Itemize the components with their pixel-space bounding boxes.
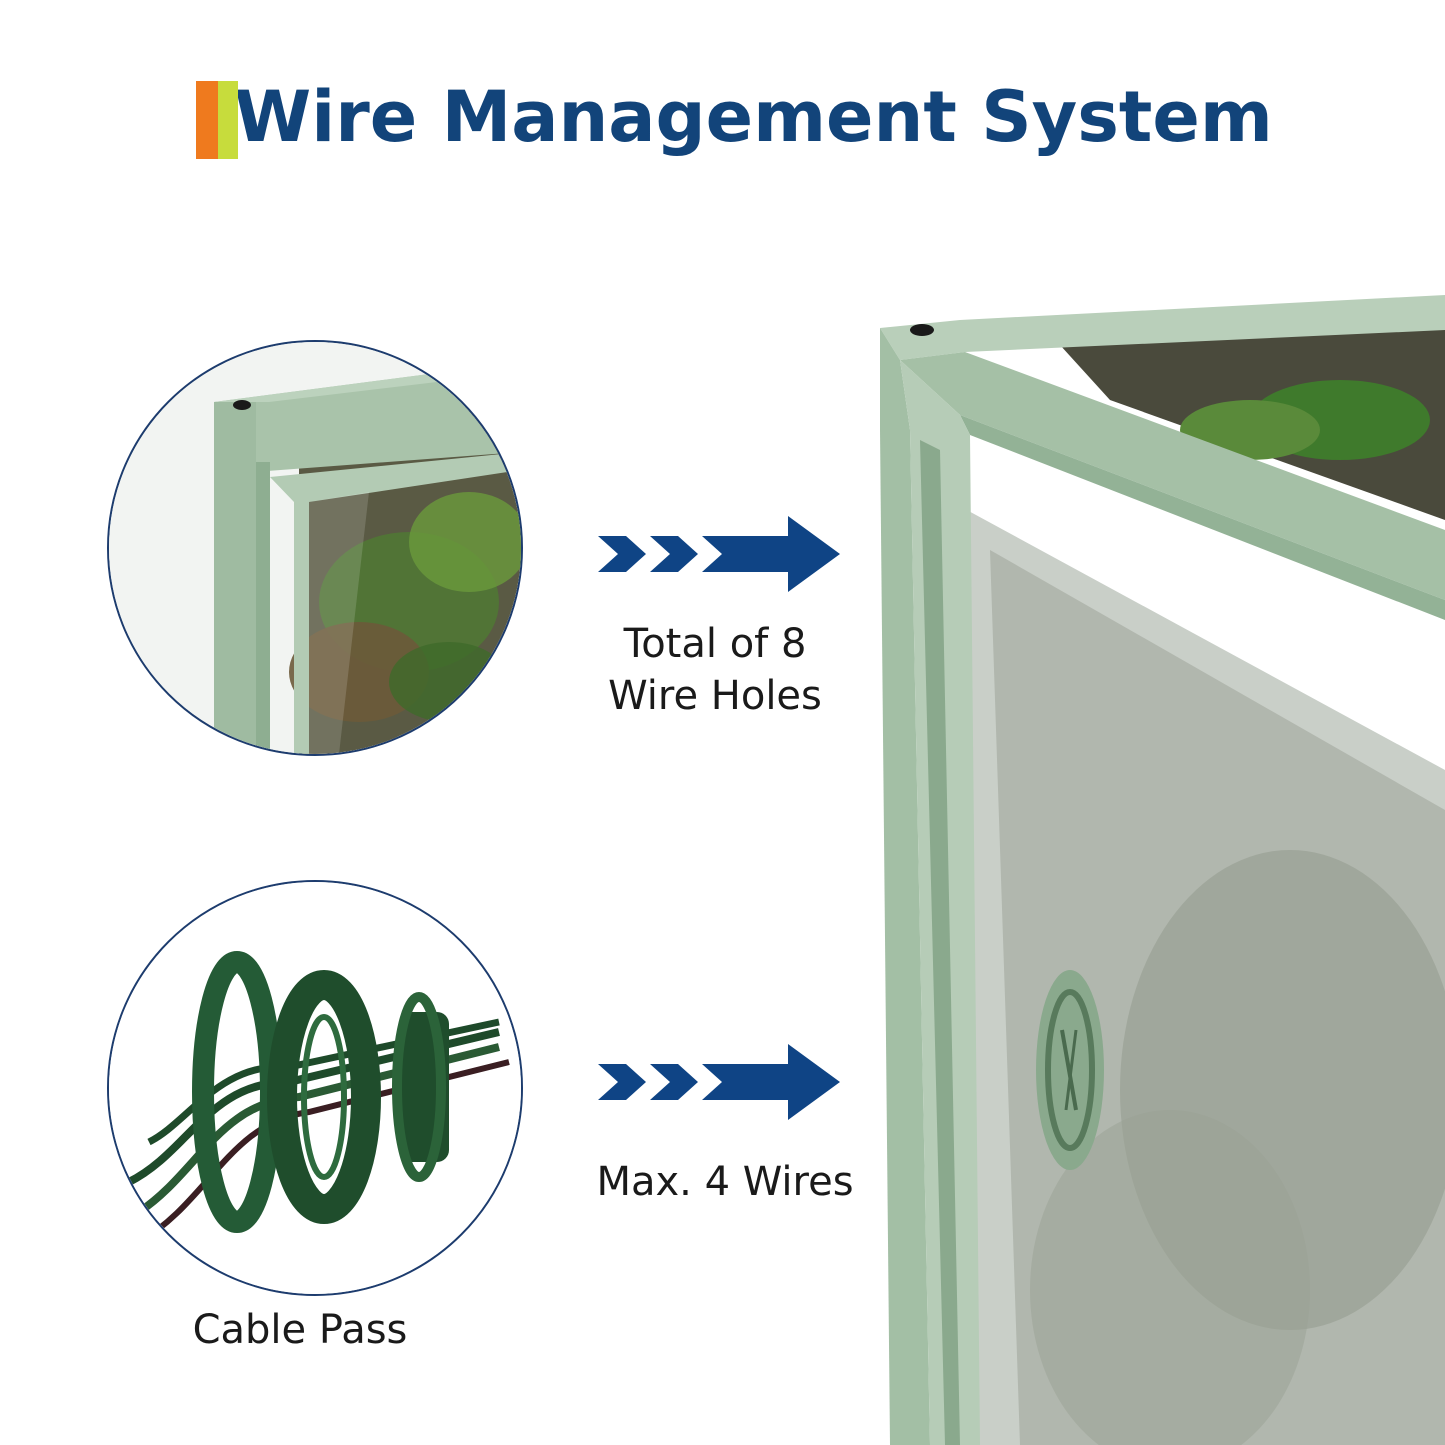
max-wires-caption: Max. 4 Wires — [596, 1159, 854, 1205]
cable-pass-label: Cable Pass — [192, 1307, 408, 1353]
caption-line-2: Wire Holes — [608, 673, 822, 719]
triple-chevron-arrow-icon — [598, 1044, 840, 1120]
page-title: Wire Management System — [234, 76, 1273, 158]
caption-line-1: Total of 8 — [623, 621, 807, 667]
triple-chevron-arrow-icon — [598, 516, 840, 592]
page-header: Wire Management System — [196, 72, 1273, 162]
wire-holes-caption: Total of 8 Wire Holes — [560, 618, 870, 722]
corner-closeup-illustration — [109, 342, 521, 754]
terrarium-cabinet-illustration — [880, 295, 1445, 1445]
corner-closeup-image — [107, 340, 523, 756]
cable-pass-illustration — [109, 882, 521, 1294]
title-accent-bar — [196, 75, 242, 159]
cable-pass-image — [107, 880, 523, 1296]
